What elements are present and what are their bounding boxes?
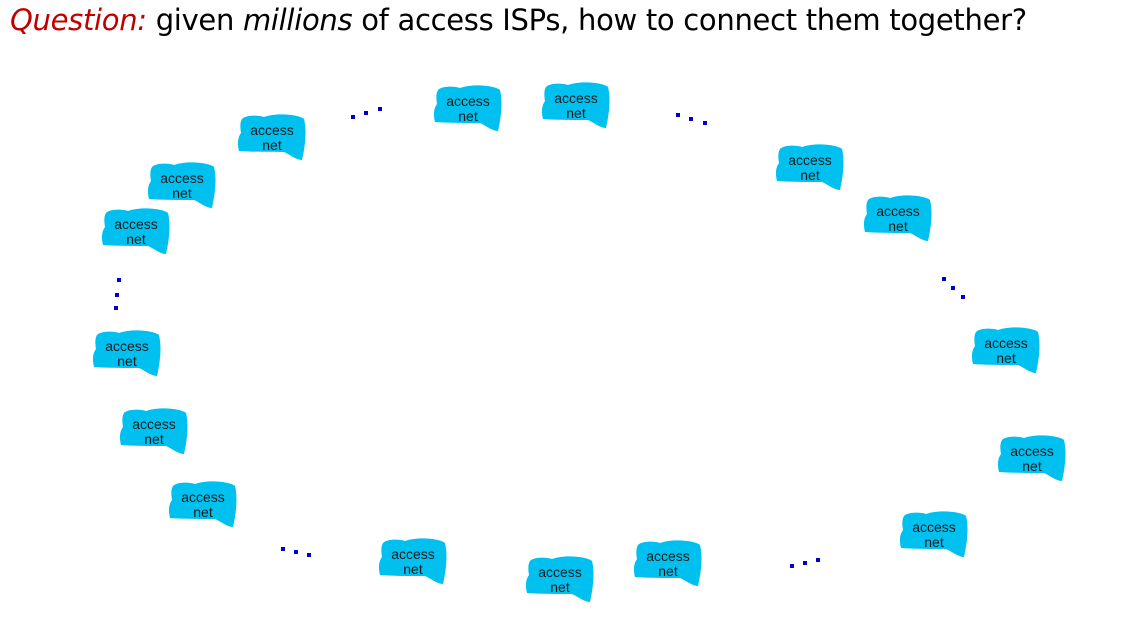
- ellipsis-dot: [117, 278, 121, 282]
- ellipsis-dot: [703, 121, 707, 125]
- title-text-1: given: [146, 3, 243, 37]
- access-net-label-line1: access: [1010, 443, 1054, 459]
- ellipsis-dot: [281, 547, 285, 551]
- access-net-label-line1: access: [912, 519, 956, 535]
- access-net-label-line1: access: [391, 546, 435, 562]
- access-net-label-line2: net: [458, 108, 478, 124]
- access-net-label-line2: net: [117, 353, 137, 369]
- ellipsis-dot: [378, 107, 382, 111]
- access-net-label-line2: net: [144, 431, 164, 447]
- ellipsis-dot: [689, 117, 693, 121]
- access-net-label-line1: access: [250, 122, 294, 138]
- access-net-label-line1: access: [538, 564, 582, 580]
- ellipsis-dot: [961, 295, 965, 299]
- access-net-label-line1: access: [646, 548, 690, 564]
- ellipsis-dot: [676, 113, 680, 117]
- access-net-label-line1: access: [181, 489, 225, 505]
- ellipsis-dots: [281, 547, 311, 557]
- access-net-label-line1: access: [984, 335, 1028, 351]
- ellipsis-dot: [351, 115, 355, 119]
- access-net-label-line2: net: [566, 105, 586, 121]
- access-net-label-line2: net: [800, 167, 820, 183]
- ellipsis-dot: [114, 306, 118, 310]
- page-title: Question: given millions of access ISPs,…: [10, 0, 1027, 40]
- access-net-label-line1: access: [105, 338, 149, 354]
- access-net-label-line2: net: [126, 231, 146, 247]
- access-net-label-line1: access: [446, 93, 490, 109]
- access-net-label-line2: net: [550, 579, 570, 595]
- ellipsis-dot: [307, 553, 311, 557]
- ellipsis-dot: [942, 277, 946, 281]
- ellipsis-dots: [351, 107, 382, 119]
- ellipsis-dot: [951, 286, 955, 290]
- access-net-label-line2: net: [658, 563, 678, 579]
- access-net-label-line2: net: [403, 561, 423, 577]
- access-net-label-line1: access: [554, 90, 598, 106]
- title-text-2: of access ISPs, how to connect them toge…: [352, 3, 1027, 37]
- ellipsis-dot: [803, 561, 807, 565]
- access-net-label-line2: net: [996, 350, 1016, 366]
- access-net-label-line2: net: [172, 185, 192, 201]
- access-net-label-line2: net: [1022, 458, 1042, 474]
- ellipsis-dot: [364, 111, 368, 115]
- access-net-label-line2: net: [262, 137, 282, 153]
- ellipsis-dots: [676, 113, 707, 125]
- ellipsis-dot: [294, 550, 298, 554]
- access-net-label-line1: access: [132, 416, 176, 432]
- title-emphasis: millions: [242, 3, 353, 37]
- access-net-label-line1: access: [788, 152, 832, 168]
- ellipsis-dot: [790, 564, 794, 568]
- ellipsis-dots: [114, 278, 121, 310]
- access-net-label-line2: net: [888, 218, 908, 234]
- access-net-label-line1: access: [876, 203, 920, 219]
- ellipsis-dots: [790, 558, 820, 568]
- ellipsis-dots: [942, 277, 965, 299]
- ellipsis-dot: [816, 558, 820, 562]
- ellipsis-dot: [115, 293, 119, 297]
- access-net-label-line2: net: [193, 504, 213, 520]
- access-net-label-line1: access: [114, 216, 158, 232]
- question-label: Question:: [10, 3, 147, 37]
- access-net-label-line2: net: [924, 534, 944, 550]
- access-net-label-line1: access: [160, 170, 204, 186]
